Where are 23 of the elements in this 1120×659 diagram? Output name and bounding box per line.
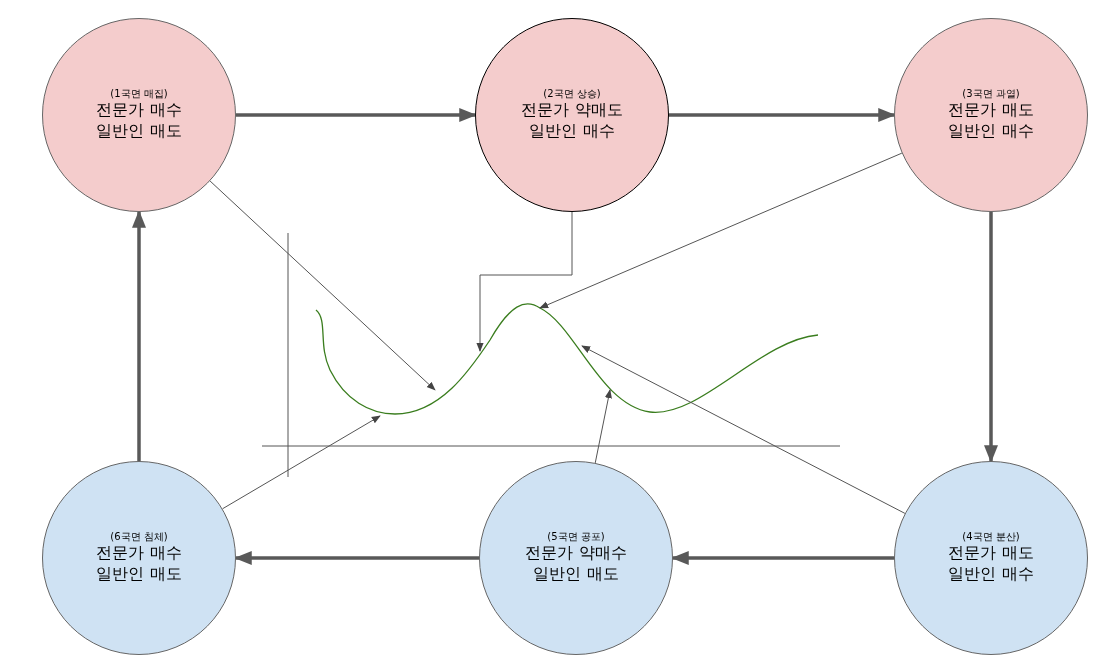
arrow xyxy=(132,210,146,461)
arrow xyxy=(581,345,906,514)
phase-description: 전문가 매도 일반인 매수 xyxy=(947,100,1035,143)
phase-description: 전문가 매도 일반인 매수 xyxy=(947,543,1035,586)
phase-heading: (1국면 매집) xyxy=(110,87,168,101)
phase-heading: (4국면 분산) xyxy=(962,530,1020,544)
phase-heading: (6국면 침체) xyxy=(110,530,168,544)
arrow xyxy=(209,180,436,391)
arrow xyxy=(984,212,998,463)
phase-description: 전문가 약매수 일반인 매도 xyxy=(524,543,628,586)
arrow xyxy=(669,108,896,122)
phase-description: 전문가 매수 일반인 매도 xyxy=(95,100,183,143)
phase-description: 전문가 약매도 일반인 매수 xyxy=(520,100,624,143)
arrow xyxy=(671,551,894,565)
arrow xyxy=(222,415,381,510)
phase-heading: (2국면 상승) xyxy=(543,87,601,101)
phase-heading: (5국면 공포) xyxy=(547,530,605,544)
arrow xyxy=(236,108,477,122)
phase-description: 전문가 매수 일반인 매도 xyxy=(95,543,183,586)
arrow xyxy=(476,211,573,352)
phase-heading: (3국면 과열) xyxy=(962,87,1020,101)
arrow xyxy=(234,551,479,565)
arrow xyxy=(539,152,903,309)
